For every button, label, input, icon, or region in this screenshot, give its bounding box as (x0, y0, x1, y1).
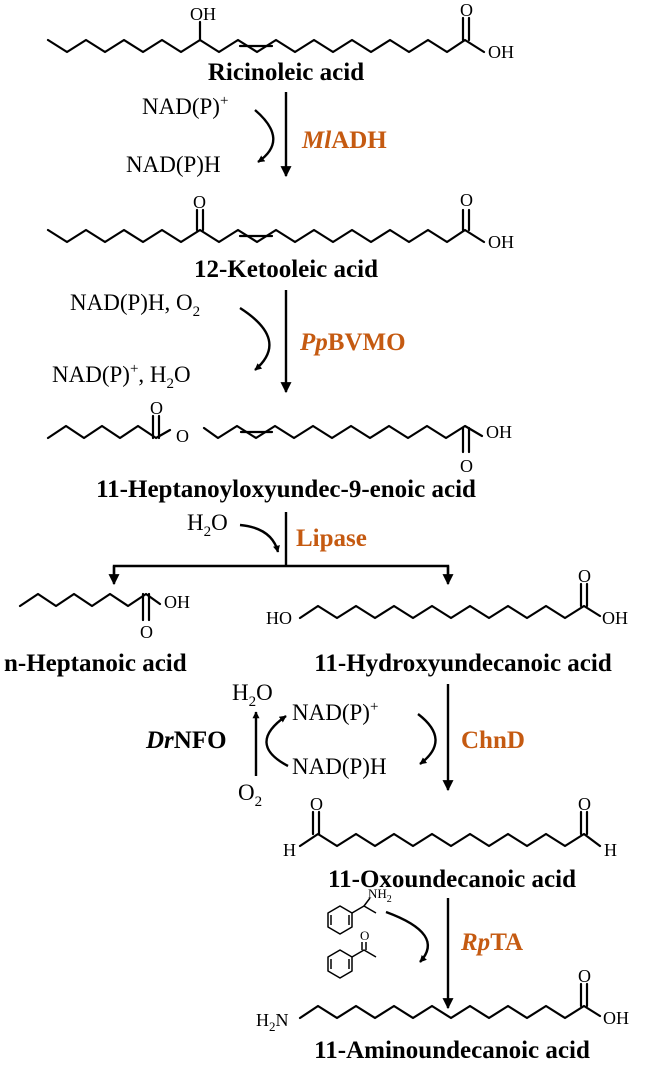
hydroxyacid-o-label: O (578, 566, 591, 586)
water-label-2: H2O (232, 680, 273, 710)
phenylethylamine-structure: NH2 (327, 886, 392, 935)
nadp-plus-label-2: NAD(P)+ (292, 699, 378, 725)
aldehyde-h-label-right: H (604, 840, 617, 860)
nadp-h2o-label: NAD(P)+, H2O (52, 361, 191, 392)
nadp-plus-label: NAD(P)+ (142, 93, 228, 119)
nadph-label: NAD(P)H (126, 152, 221, 177)
heptanoyloxy-acid-label: 11-Heptanoyloxyundec-9-enoic acid (96, 476, 476, 503)
keto-o-label: O (193, 192, 206, 212)
aldehyde-o-label-left: O (310, 794, 323, 814)
acid-oh-label: OH (488, 42, 514, 62)
water-arc (239, 523, 280, 553)
water-label: H2O (187, 510, 228, 540)
enzyme-rpta: RpTA (460, 929, 523, 956)
aminoundecanoic-acid-label: 11-Aminoundecanoic acid (314, 1037, 590, 1064)
ester-carbonyl-o-label: O (150, 398, 163, 418)
heptanoic-oh-label: OH (164, 592, 190, 612)
nadph-o2-label: NAD(P)H, O2 (70, 290, 200, 320)
aldehyde-o-label-right: O (578, 794, 591, 814)
aminoundecanoic-acid-structure: H2N O OH (256, 966, 629, 1034)
cofactor4-arc (417, 713, 437, 765)
heptanoic-acid-structure: OH O (18, 592, 190, 642)
aldehyde-h-label-left: H (283, 840, 296, 860)
oxoundecanoic-acid-label: 11-Oxoundecanoic acid (328, 866, 576, 893)
heptanoyloxy-acid-structure: O O OH O (46, 398, 512, 476)
nadph-label-2: NAD(P)H (292, 754, 387, 779)
cofactor1-arc (254, 109, 275, 163)
aminoacid-o-label: O (578, 966, 591, 986)
carbonyl-o-label-3: O (460, 456, 473, 476)
carbonyl-o-label: O (460, 0, 473, 20)
recycle-arc (265, 715, 289, 768)
enzyme-drnfo: DrNFO (145, 727, 227, 754)
heptanoic-acid-label: n-Heptanoic acid (4, 650, 187, 677)
hydroxy-ho-label: HO (266, 608, 292, 628)
ester-o-label: O (176, 426, 189, 446)
heptanoic-o-label: O (140, 622, 153, 642)
enzyme-ppbvmo: PpBVMO (299, 329, 406, 356)
amine-arc (385, 910, 430, 963)
cofactor2-arc (239, 306, 271, 371)
hydroxyundecanoic-acid-label: 11-Hydroxyundecanoic acid (314, 650, 612, 677)
oxygen-label: O2 (238, 780, 262, 810)
hydroxyundecanoic-acid-structure: HO O OH (266, 566, 628, 628)
hydroxyl-label: OH (190, 4, 216, 24)
acid-oh-label-3: OH (486, 422, 512, 442)
enzyme-lipase: Lipase (296, 525, 367, 552)
ketooleic-acid-label: 12-Ketooleic acid (194, 256, 378, 283)
oxoundecanoic-acid-structure: O O H H (283, 794, 617, 860)
amine-nh2-label: NH2 (368, 886, 392, 905)
carbonyl-o-label-2: O (460, 190, 473, 210)
ketooleic-acid-structure: O O OH (46, 190, 514, 252)
acetophenone-structure: O (327, 928, 377, 979)
amine-h2n-label: H2N (256, 1010, 289, 1034)
ricinoleic-acid-structure: OH O OH (46, 0, 514, 62)
ketone-o-label: O (360, 928, 369, 943)
hydroxyacid-oh-label: OH (602, 608, 628, 628)
aminoacid-oh-label: OH (603, 1008, 629, 1028)
ricinoleic-acid-label: Ricinoleic acid (208, 59, 364, 86)
enzyme-mladh: MlADH (301, 127, 387, 154)
lipase-branch-line (112, 564, 450, 578)
enzyme-chnd: ChnD (461, 727, 525, 754)
acid-oh-label-2: OH (488, 232, 514, 252)
